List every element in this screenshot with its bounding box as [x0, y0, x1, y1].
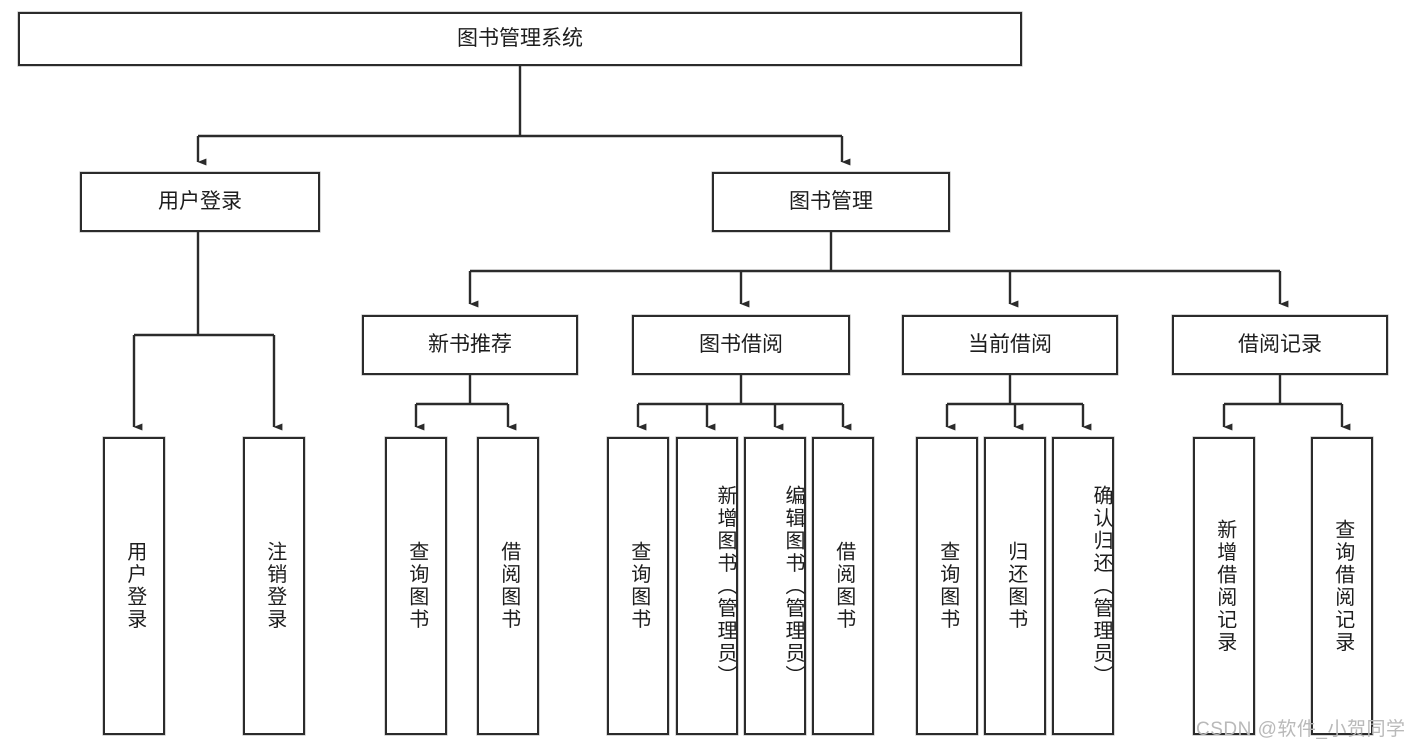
leaf-borrow-edit-book-admin[interactable]: 编辑图书（管理员） [744, 437, 806, 735]
node-label: 编辑图书（管理员） [782, 484, 804, 688]
node-label: 查询图书 [405, 541, 428, 631]
node-label: 查询图书 [936, 541, 959, 631]
node-label: 归还图书 [1004, 541, 1027, 631]
leaf-current-confirm-return-admin[interactable]: 确认归还（管理员） [1052, 437, 1114, 735]
leaf-record-add-record[interactable]: 新增借阅记录 [1193, 437, 1255, 735]
node-borrow-record[interactable]: 借阅记录 [1172, 315, 1388, 375]
node-label: 查询借阅记录 [1331, 518, 1354, 654]
leaf-record-query-record[interactable]: 查询借阅记录 [1311, 437, 1373, 735]
leaf-user-login-signin[interactable]: 用户登录 [103, 437, 165, 735]
leaf-user-login-signout[interactable]: 注销登录 [243, 437, 305, 735]
node-label: 用户登录 [158, 189, 242, 213]
node-current-borrow[interactable]: 当前借阅 [902, 315, 1118, 375]
node-label: 新书推荐 [428, 332, 512, 356]
leaf-borrow-add-book-admin[interactable]: 新增图书（管理员） [676, 437, 738, 735]
node-label: 当前借阅 [968, 332, 1052, 356]
node-label: 新增借阅记录 [1213, 518, 1236, 654]
node-book-borrow[interactable]: 图书借阅 [632, 315, 850, 375]
watermark: CSDN @软件_小贺同学 [1196, 719, 1405, 740]
node-label: 确认归还（管理员） [1090, 484, 1112, 688]
leaf-current-query-book[interactable]: 查询图书 [916, 437, 978, 735]
node-new-book-recommend[interactable]: 新书推荐 [362, 315, 578, 375]
node-label: 注销登录 [263, 541, 286, 631]
leaf-recommend-borrow-book[interactable]: 借阅图书 [477, 437, 539, 735]
node-book-management[interactable]: 图书管理 [712, 172, 950, 232]
node-label: 查询图书 [627, 541, 650, 631]
node-label: 借阅图书 [497, 541, 520, 631]
node-label: 用户登录 [123, 541, 146, 631]
node-root-system[interactable]: 图书管理系统 [18, 12, 1022, 66]
leaf-borrow-borrow-book[interactable]: 借阅图书 [812, 437, 874, 735]
node-label: 借阅图书 [832, 541, 855, 631]
node-label: 图书管理系统 [457, 26, 583, 50]
node-label: 新增图书（管理员） [714, 484, 736, 688]
node-user-login[interactable]: 用户登录 [80, 172, 320, 232]
node-label: 借阅记录 [1238, 332, 1322, 356]
node-label: 图书管理 [789, 189, 873, 213]
node-label: 图书借阅 [699, 332, 783, 356]
leaf-current-return-book[interactable]: 归还图书 [984, 437, 1046, 735]
leaf-recommend-query-book[interactable]: 查询图书 [385, 437, 447, 735]
leaf-borrow-query-book[interactable]: 查询图书 [607, 437, 669, 735]
